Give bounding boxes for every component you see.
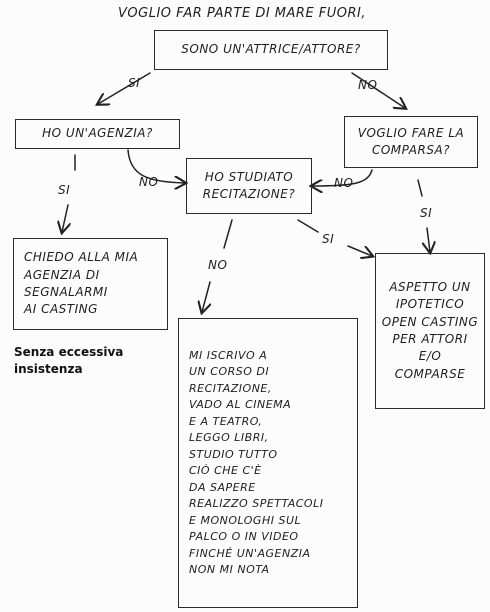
node-action-ask-agency-line: SEGNALARMI bbox=[24, 285, 108, 299]
node-question-extra-line: COMPARSA? bbox=[371, 143, 451, 157]
flowchart-title: VOGLIO FAR PARTE DI MARE FUORI, bbox=[118, 6, 367, 21]
edge-label-role-no: NO bbox=[358, 78, 378, 92]
edge-label-agency-yes: SI bbox=[58, 183, 71, 197]
node-action-study-line: FINCHÉ UN'AGENZIA bbox=[189, 546, 311, 560]
arrow-extra-to-wait-a bbox=[417, 179, 423, 197]
arrow-extra-to-wait bbox=[427, 227, 430, 252]
node-action-wait-casting-line: OPEN CASTING bbox=[381, 314, 479, 329]
node-action-ask-agency-line: AI CASTING bbox=[24, 302, 98, 317]
arrow-role-to-extra bbox=[351, 72, 405, 108]
node-action-ask-agency: CHIEDO ALLA MIA AGENZIA DI SEGNALARMI AI CA… bbox=[13, 238, 168, 330]
arrow-studied-to-wait-b bbox=[347, 245, 372, 256]
node-action-study-line: NON MI NOTA bbox=[189, 563, 270, 576]
node-action-study: MI ISCRIVO A UN CORSO DI RECITAZIONE, VADO … bbox=[178, 318, 358, 608]
edge-label-studied-yes: SI bbox=[322, 232, 335, 246]
side-note-line: insistenza bbox=[14, 362, 83, 377]
arrow-agency-to-studied bbox=[127, 149, 185, 183]
arrow-agency-to-ask-b bbox=[62, 204, 68, 232]
node-question-role: SONO UN'ATTRICE/ATTORE? bbox=[154, 30, 388, 70]
node-question-studied: HO STUDIATO RECITAZIONE? bbox=[186, 158, 312, 214]
edge-label-agency-no: NO bbox=[139, 175, 159, 189]
node-action-wait-casting: ASPETTO UN IPOTETICO OPEN CASTING PER ATTOR… bbox=[375, 253, 485, 409]
node-action-study-line: RECITAZIONE, bbox=[189, 381, 272, 395]
node-action-study-line: MI ISCRIVO A bbox=[189, 348, 268, 362]
node-action-wait-casting-line: ASPETTO UN bbox=[389, 279, 471, 294]
node-action-wait-casting-line: COMPARSE bbox=[394, 366, 466, 381]
node-action-ask-agency-line: CHIEDO ALLA MIA bbox=[24, 250, 139, 265]
edge-label-extra-yes: SI bbox=[420, 206, 433, 220]
edge-label-role-yes: SI bbox=[128, 76, 141, 90]
node-action-study-line: PALCO O IN VIDEO bbox=[189, 530, 299, 543]
side-note: Senza eccessiva insistenza bbox=[14, 344, 123, 379]
node-question-extra: VOGLIO FARE LA COMPARSA? bbox=[344, 116, 478, 168]
node-action-study-line: UN CORSO DI bbox=[189, 365, 270, 378]
arrow-studied-to-study bbox=[202, 281, 210, 312]
arrow-extra-to-studied bbox=[312, 169, 373, 186]
node-action-study-line: LEGGO LIBRI, bbox=[189, 431, 269, 444]
node-question-agency-line: HO UN'AGENZIA? bbox=[42, 126, 153, 141]
node-question-extra-line: VOGLIO FARE LA bbox=[357, 125, 465, 140]
node-question-agency: HO UN'AGENZIA? bbox=[15, 119, 180, 149]
arrow-studied-to-wait bbox=[297, 219, 319, 233]
arrow-role-to-agency bbox=[98, 72, 151, 104]
node-action-study-line: VADO AL CINEMA bbox=[189, 398, 292, 411]
node-question-studied-line: RECITAZIONE? bbox=[202, 187, 296, 201]
node-action-study-line: STUDIO TUTTO bbox=[189, 447, 278, 461]
node-action-wait-casting-line: E/O bbox=[418, 349, 442, 364]
edge-label-studied-no: NO bbox=[208, 258, 228, 272]
node-action-ask-agency-line: AGENZIA DI bbox=[24, 267, 100, 282]
node-action-study-line: CIÒ CHE C'È bbox=[189, 464, 262, 477]
edge-label-extra-no: NO bbox=[334, 176, 354, 190]
node-action-study-line: REALIZZO SPETTACOLI bbox=[189, 497, 324, 510]
node-question-role-line: SONO UN'ATTRICE/ATTORE? bbox=[181, 42, 361, 57]
arrow-studied-to-study-a bbox=[223, 219, 233, 249]
node-action-study-line: E MONOLOGHI SUL bbox=[189, 513, 302, 527]
node-action-study-line: E A TEATRO, bbox=[189, 414, 263, 428]
node-action-wait-casting-line: PER ATTORI bbox=[392, 332, 468, 346]
node-action-study-line: DA SAPERE bbox=[189, 480, 256, 494]
node-question-studied-line: HO STUDIATO bbox=[204, 169, 294, 184]
side-note-line: Senza eccessiva bbox=[14, 345, 124, 359]
node-action-wait-casting-line: IPOTETICO bbox=[395, 297, 465, 312]
